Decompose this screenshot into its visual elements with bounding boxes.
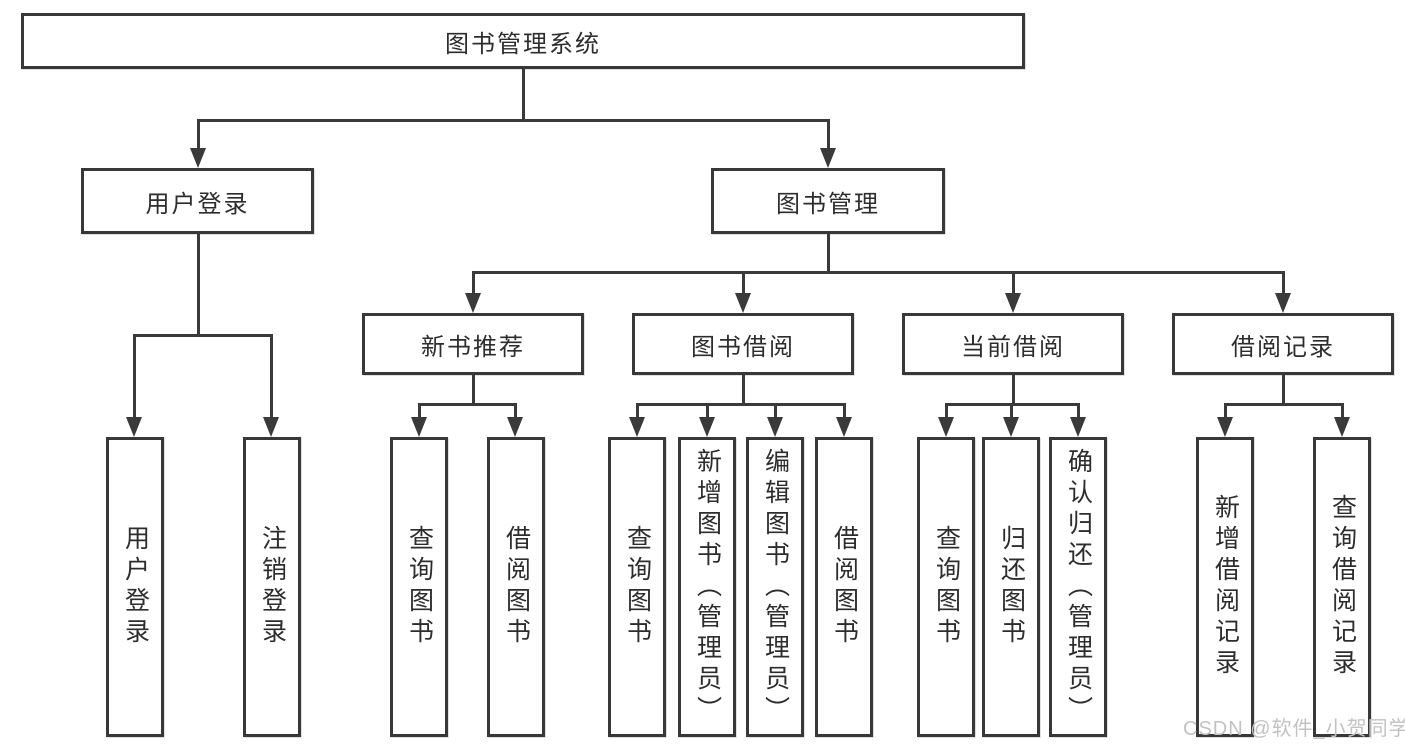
node-label: 图书借阅 [691, 333, 795, 361]
arrowhead-down [190, 148, 206, 168]
leaf-add-books-admin: 新增图书（管理员） [678, 437, 736, 737]
leaf-return-books: 归还图书 [982, 437, 1040, 737]
arrowhead-down [1005, 293, 1021, 313]
arrowhead-down [629, 417, 645, 437]
connector-line [1010, 403, 1013, 420]
arrowhead-down [465, 293, 481, 313]
leaf-borrow-books-recommend: 借阅图书 [487, 437, 545, 737]
leaf-label: 新增图书（管理员） [693, 447, 722, 727]
node-book-management: 图书管理 [711, 168, 945, 234]
leaf-add-borrow-record: 新增借阅记录 [1196, 437, 1254, 737]
arrowhead-down [820, 148, 836, 168]
connector-line [472, 271, 475, 295]
arrowhead-down [507, 417, 523, 437]
connector-line [133, 334, 273, 337]
node-label: 新书推荐 [421, 333, 525, 361]
connector-line [418, 403, 517, 406]
leaf-label: 查询图书 [623, 525, 652, 649]
arrowhead-down [938, 417, 954, 437]
connector-line [514, 403, 517, 420]
connector-line [472, 375, 475, 406]
connector-line [827, 119, 830, 150]
arrowhead-down [735, 293, 751, 313]
leaf-label: 编辑图书（管理员） [761, 447, 790, 727]
connector-line [522, 69, 525, 121]
node-label: 当前借阅 [961, 333, 1065, 361]
connector-line [1077, 403, 1080, 420]
connector-line [197, 234, 200, 337]
connector-line [636, 403, 639, 420]
leaf-label: 确认归还（管理员） [1064, 447, 1093, 727]
leaf-query-borrow-record: 查询借阅记录 [1313, 437, 1371, 737]
connector-line [843, 403, 846, 420]
leaf-label: 查询图书 [405, 525, 434, 649]
arrowhead-down [1070, 417, 1086, 437]
connector-line [827, 234, 830, 274]
leaf-confirm-return-admin: 确认归还（管理员） [1049, 437, 1107, 737]
leaf-label: 借阅图书 [830, 525, 859, 649]
arrowhead-down [263, 417, 279, 437]
node-label: 用户登录 [145, 190, 250, 218]
node-new-book-recommend: 新书推荐 [362, 313, 584, 375]
leaf-label: 借阅图书 [502, 525, 531, 649]
leaf-label: 查询借阅记录 [1328, 494, 1357, 680]
leaf-label: 注销登录 [258, 525, 287, 649]
leaf-edit-books-admin: 编辑图书（管理员） [746, 437, 804, 737]
leaf-label: 归还图书 [997, 525, 1026, 649]
arrowhead-down [1217, 417, 1233, 437]
arrowhead-down [836, 417, 852, 437]
leaf-user-login: 用户登录 [106, 437, 164, 737]
connector-line [1282, 271, 1285, 295]
connector-line [270, 334, 273, 420]
leaf-label: 用户登录 [121, 525, 150, 649]
connector-line [197, 119, 830, 122]
arrowhead-down [1003, 417, 1019, 437]
arrowhead-down [126, 417, 142, 437]
leaf-query-books-current: 查询图书 [917, 437, 975, 737]
connector-line [418, 403, 421, 420]
arrowhead-down [1275, 293, 1291, 313]
leaf-label: 新增借阅记录 [1211, 494, 1240, 680]
csdn-watermark: CSDN @软件_小贺同学 [1183, 718, 1405, 740]
arrowhead-down [1334, 417, 1350, 437]
connector-line [636, 403, 845, 406]
node-library-system: 图书管理系统 [21, 13, 1025, 69]
connector-line [1224, 403, 1343, 406]
arrowhead-down [699, 417, 715, 437]
connector-line [197, 119, 200, 150]
arrowhead-down [411, 417, 427, 437]
node-label: 图书管理 [776, 190, 880, 218]
connector-line [1012, 271, 1015, 295]
connector-line [1341, 403, 1344, 420]
node-borrowing-records: 借阅记录 [1172, 313, 1394, 375]
connector-line [945, 403, 948, 420]
node-label: 图书管理系统 [445, 30, 601, 58]
connector-line [1012, 375, 1015, 406]
connector-line [774, 403, 777, 420]
leaf-logout: 注销登录 [243, 437, 301, 737]
connector-line [472, 271, 1284, 274]
connector-line [706, 403, 709, 420]
node-user-login: 用户登录 [81, 168, 314, 234]
connector-line [1224, 403, 1227, 420]
node-label: 借阅记录 [1231, 333, 1335, 361]
node-book-borrowing: 图书借阅 [632, 313, 854, 375]
connector-line [133, 334, 136, 420]
node-current-borrowing: 当前借阅 [902, 313, 1124, 375]
connector-line [742, 375, 745, 406]
arrowhead-down [767, 417, 783, 437]
connector-line [742, 271, 745, 295]
connector-line [1282, 375, 1285, 406]
leaf-query-books-borrowing: 查询图书 [608, 437, 666, 737]
leaf-label: 查询图书 [932, 525, 961, 649]
leaf-query-books-recommend: 查询图书 [390, 437, 448, 737]
leaf-borrow-books-borrowing: 借阅图书 [815, 437, 873, 737]
